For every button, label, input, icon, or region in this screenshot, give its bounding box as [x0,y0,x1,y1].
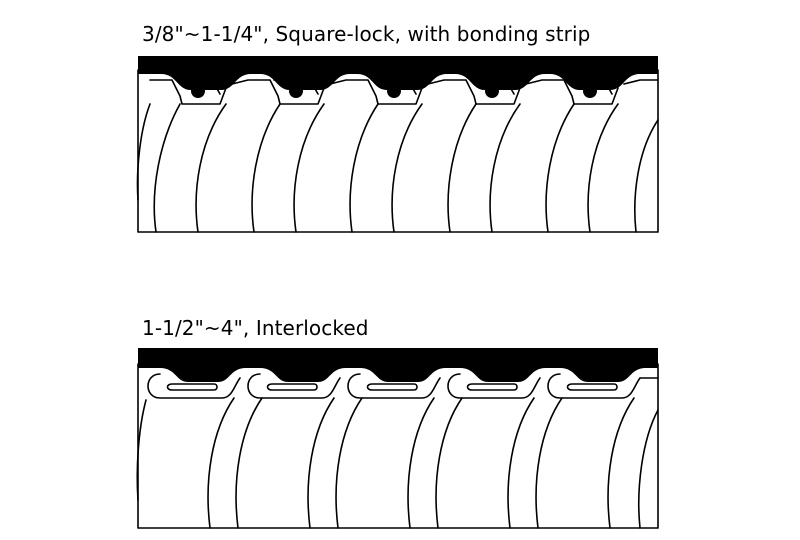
outer-jacket [138,348,658,382]
interlocked-conduit-diagram [136,348,659,529]
helix-lines [136,397,659,529]
interlocked-profiles [147,373,659,399]
helix-lines [136,103,659,233]
diagram-caption-square-lock: 3/8"~1-1/4", Square-lock, with bonding s… [142,22,591,46]
square-lock-conduit-diagram [136,56,659,233]
diagram-caption-interlocked: 1-1/2"~4", Interlocked [142,316,369,340]
bonding-strip [191,84,597,98]
tube-outline [137,69,659,233]
outer-jacket [138,56,658,90]
square-lock-profiles [149,79,659,105]
